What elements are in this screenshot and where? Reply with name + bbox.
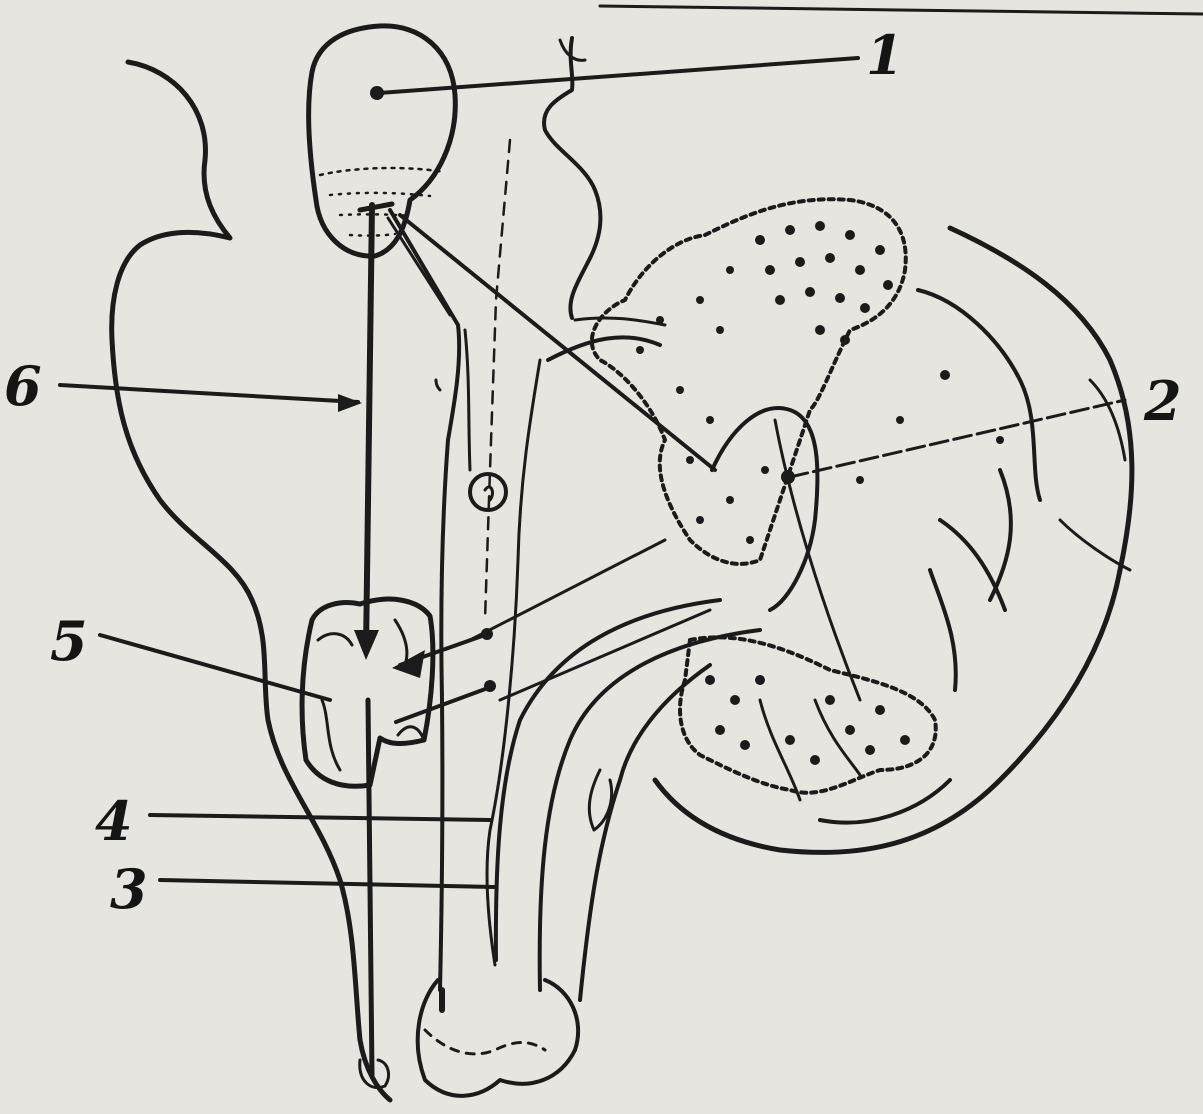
upper-nucleus — [309, 26, 456, 256]
leader-line-3 — [160, 880, 494, 887]
label-1: 1 — [866, 23, 904, 87]
cerebellar-peduncle — [388, 140, 715, 990]
label-5: 5 — [50, 609, 88, 673]
label-6: 6 — [4, 354, 42, 418]
tract-point-lower — [484, 680, 496, 692]
label-2: 2 — [1143, 369, 1182, 433]
leader-line-6 — [60, 385, 358, 402]
lower-nucleus — [302, 599, 496, 786]
leader-line-2 — [790, 400, 1125, 477]
label-3: 3 — [110, 857, 148, 921]
descending-tract — [354, 205, 389, 1088]
leader-line-4 — [150, 815, 490, 820]
arrow-head-leader-6 — [338, 394, 362, 412]
page-top-border — [600, 6, 1203, 14]
label-4: 4 — [95, 789, 133, 853]
cerebellum — [592, 199, 1132, 852]
brainstem-outline — [112, 38, 601, 1100]
leader-line-5 — [100, 635, 330, 700]
spinal-tracts — [418, 420, 860, 1096]
arrow-head-6 — [354, 630, 379, 660]
